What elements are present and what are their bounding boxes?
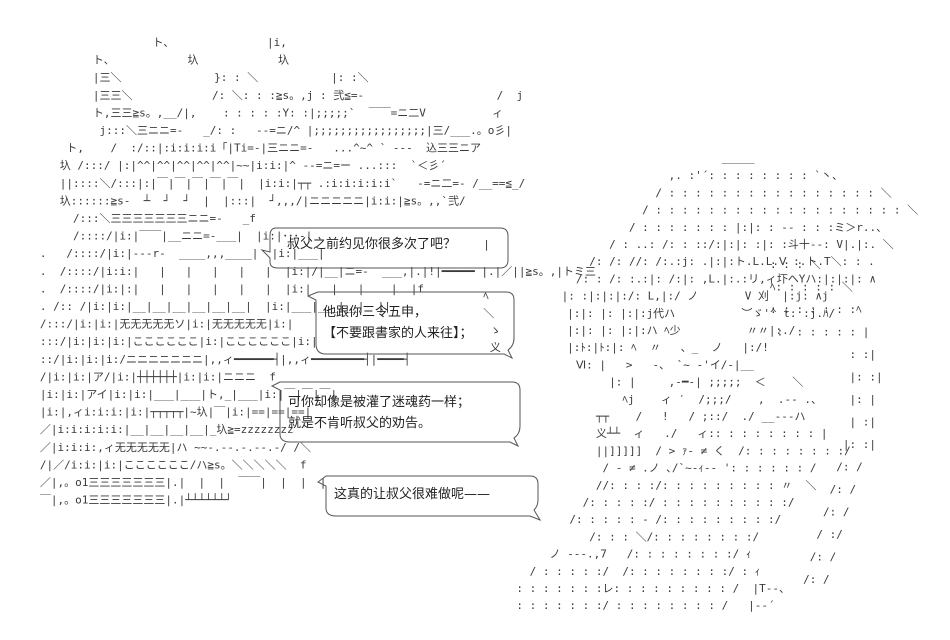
castle-art-row: |三三＼ /: ＼: : :≧s。,j : 弐≦=- / j <box>20 89 523 102</box>
bubble-1-line-1: 叔父之前约见你很多次了吧？ <box>287 237 457 252</box>
bubble-3-outline <box>270 381 521 448</box>
castle-art-row: . /::::/|i:|:| | | | | | |i:| | | | |f <box>20 282 424 295</box>
creature-edge-row: |: :| <box>770 371 883 384</box>
creature-edge-row: |: | <box>770 393 876 406</box>
castle-art-row: . /::::/|i:|--‐r‐ ____,,,____| |i:|___| <box>20 247 325 260</box>
creature-art-row: /: : /: :.:|: /:|: ,L.|:.:リ,ィ圷ヘYハ:|:|:|:… <box>470 272 876 285</box>
creature-art-row: ノ ‐‐‐.,7 /: : : : : : : :/ ｨ <box>470 548 751 561</box>
creature-art-row: / - ≠ .ノ ､/`~‐ｨ‐- ': : : : : : / <box>470 462 817 475</box>
creature-art-row: / : : : : : : : : : : : : : : : : : : : … <box>470 204 918 217</box>
creature-art-row: ﾍj ィ ′ /;;;/ , .-‐ .、 <box>470 393 822 406</box>
creature-art-row: ＼ |:|: |: |:|:j代ハ ︶ゞ'^ t: :j.ﾊ/ <box>470 307 835 320</box>
castle-art-row: 圦::::::≧s- ┴ ┘ ┘ | |:::| ┘,,,/|ニニニニニ|i:i… <box>20 193 466 207</box>
speech-bubble-3: 可你却像是被灌了迷魂药一样； 就是不肯听叔父的劝告。 <box>288 392 470 434</box>
speech-bubble-outlines <box>260 227 542 522</box>
bubble-4-line-1: 这真的让叔父很难做呢—— <box>334 487 491 502</box>
bubble-3-line-2: 就是不肯听叔父的劝告。 <box>288 416 432 431</box>
creature-art-row: /: : : ＼/: : : : : : : :/ <box>470 530 759 543</box>
castle-art-row: :::/|i:|i:|i:|ここここここ|i:|ここここここ|i:| <box>20 335 318 348</box>
bubble-2-line-2: 【不要跟書家的人来往】； <box>323 326 473 341</box>
castle-art-row: j:::＼三ニニ=- _/: : --=ニ/^ |;;;;;;;;;;;;;;;… <box>20 124 512 137</box>
castle-art-row: ト、 圦 圦 <box>20 54 289 67</box>
creature-art-row: / : : : : : : : : : : : : : : : : ＼ <box>470 186 892 199</box>
speech-bubble-1: 叔父之前约见你很多次了吧？ <box>287 234 456 255</box>
castle-art-row: ／|i:i:i:,ィ无无无无无|ハ ~~‐.‐‐.‐.‐‐.‐/ /＼ <box>20 441 311 454</box>
bubble-4-outline <box>317 475 542 522</box>
creature-art-row: 义┴┴ ィ ./ ィ:: : : : : : : : | <box>470 426 828 440</box>
creature-edge-row: /: / <box>770 573 830 586</box>
creature-art-row: ＿＿＿ <box>470 152 755 165</box>
bubble-1-outline <box>260 227 509 269</box>
creature-edge-row: | :| <box>770 416 876 429</box>
castle-art-row: ／|,。o1三三三三三三三|.| | | ￣￣| | | | <box>20 475 326 489</box>
castle-art-row: ::/|i:|i:|i:/ニニニニニニニ|,,ィ━━━━━━┤|,,ィ━━━━━… <box>20 352 410 366</box>
creature-edge-row: /: / <box>770 551 836 564</box>
speech-bubble-4: 这真的让叔父很难做呢—— <box>334 484 490 505</box>
creature-edge-row: : : : : : : :ﾍ <box>770 303 862 316</box>
castle-art-row: |i:|,ィi:i:i:|i:|┬┬┬┬┬|~圦|￣|i:|==|==|==| <box>20 405 311 419</box>
creature-art-row: : : : : : : :/ : : : : : : : : / |‐‐´ <box>470 599 775 612</box>
creature-edge-row: /: / <box>770 483 856 496</box>
creature-art-row: /: : : : : ‐ /: : : : : : : : :/ <box>470 513 781 526</box>
creature-art-row: : : : : : : :レ: : : : : : : : : / |T‐‐、 <box>470 582 790 595</box>
creature-art-row: //: : : :/: : : : : : : : : 〃 ＼ <box>470 479 817 492</box>
creature-art-row: Ⅵ: | > -、 `~ -'イ/‐|__ <box>470 358 754 371</box>
creature-edge-row: |: :| <box>770 438 876 451</box>
creature-art-row: | / : ..: /: : ::/:|:|: :|: :斗十‐-: V|.|:… <box>470 237 894 251</box>
creature-art-row: |: | ,‐━‐| ;;;;; ＜ ＼ <box>470 376 803 389</box>
castle-ascii-art: ト、 |i, ト、 圦 圦 |三＼ }: : ＼ |: :＼ |三三＼ /: ＼… <box>20 36 596 507</box>
creature-edge-row: : : : ＼ <box>770 258 821 271</box>
bubble-3-line-1: 可你却像是被灌了迷魂药一样； <box>288 395 471 410</box>
creature-ascii-art: ＿＿＿ ,. :'´: : : : : : : : `丶、 / : : : : … <box>470 152 918 612</box>
creature-edge-ascii-art: : : : ＼ ﾍ: : : : : ＼ : : : : : : :ﾍ : : : … <box>770 258 883 586</box>
castle-art-row: 圦 /:::/ |:|^^|^^|^^|^^|^^|~~|i:i:|^ --=ニ… <box>20 159 446 172</box>
castle-art-row: /::::/|i:|￣￣|__ニニ=-___| |i:|･･･‐| <box>20 229 312 243</box>
creature-edge-row: / :/ <box>770 528 843 541</box>
castle-art-row: /:::/|i:|i:|无无无无无ソ|i:|无无无无无|i:| <box>20 318 293 331</box>
creature-edge-row: /: / <box>770 506 849 519</box>
castle-art-row: /:::＼三三三三三三三ニニ=- _f <box>20 212 256 225</box>
castle-art-row: ||::::＼/:::|:|￣|￣|￣|￣|￣| |i:i:|┬┬ .:i:i:… <box>20 176 525 190</box>
creature-art-row: ,. :'´: : : : : : : : `丶、 <box>470 169 843 182</box>
creature-art-row: ┬┬ / ! / ;::/ ./ __‐‐‐ハ <box>470 410 806 423</box>
creature-art-row: ゝ |:|: |: |:|:ハ ﾍ少 〃〃|:./ <box>470 324 795 337</box>
castle-art-row: ￣|,。o1三三三三三三三|.|┴┴┴┴┴┴┘ <box>20 493 232 507</box>
bubble-2-line-1: 他跟你三令五申， <box>323 305 428 320</box>
castle-art-row: . /:: /|i:|i:|__|__|__|__|__|__| |i:|___… <box>20 300 391 313</box>
creature-art-row: / : : : : :/ /: : : : : : : :/ : ｨ <box>470 565 760 578</box>
castle-art-row: |i:|i:|アイ|i:|i:|___|___|ト,_|___|i:|￣|￣|￣… <box>20 387 337 401</box>
castle-art-row: ト, / :/::|:i:i:i:i「|Ti=-|三ニニ=- ...^~^ ` … <box>20 142 481 155</box>
creature-art-row: 义 |:ﾄ:|ﾄ:|: ﾍ 〃 、_ ノ |:/! <box>470 341 769 354</box>
castle-art-row: /|i:|i:|ア/|i:|┼┼┼┼┼┼|i:|i:|ニニニ f <box>20 369 276 383</box>
bubble-2-outline <box>306 291 515 360</box>
castle-art-row: ト、 |i, <box>20 36 287 49</box>
creature-art-row: /: : : : :/ : : : : : : : : : :/ <box>470 496 801 509</box>
creature-edge-row: /: / <box>770 461 863 474</box>
creature-art-row: / : : : : : : : |:|: : ‐- : : :ミ＞r..、 <box>470 221 887 234</box>
creature-art-row: ||]]]]] / > ｧ‐ ≠ く /: : : : : : : :/ <box>470 444 851 457</box>
creature-art-row: ﾍ |: :|:|:|:/: L,|:/ ノ V 刈 |:j: ∧j <box>470 290 829 303</box>
castle-art-row: |三＼ }: : ＼ |: :＼ <box>20 71 528 84</box>
castle-art-row: /|／/i:i:|i:|ここここここ/ハ≧s。＼＼＼＼＼ f <box>20 458 306 471</box>
castle-art-row: ／|i:i:i:i:i:|__|__|__|__|_圦≧=zzzzzzzz <box>20 423 294 436</box>
castle-art-row: ト,三三≧s。,__/|, : : : : :Y: :|;;;;;` ￣￣=ニ二… <box>20 105 503 119</box>
creature-edge-row: : : : : : : | <box>770 326 869 339</box>
creature-edge-row: ﾍ: : : : : ＼ <box>770 281 853 294</box>
creature-edge-row: : :| <box>770 348 876 361</box>
speech-bubble-2: 他跟你三令五申， 【不要跟書家的人来往】； <box>323 302 473 344</box>
creature-art-row: /: /: //: /:.:j: .|:|:ト.L.L.Ⅴ :.ト.T＼: : … <box>470 255 875 268</box>
